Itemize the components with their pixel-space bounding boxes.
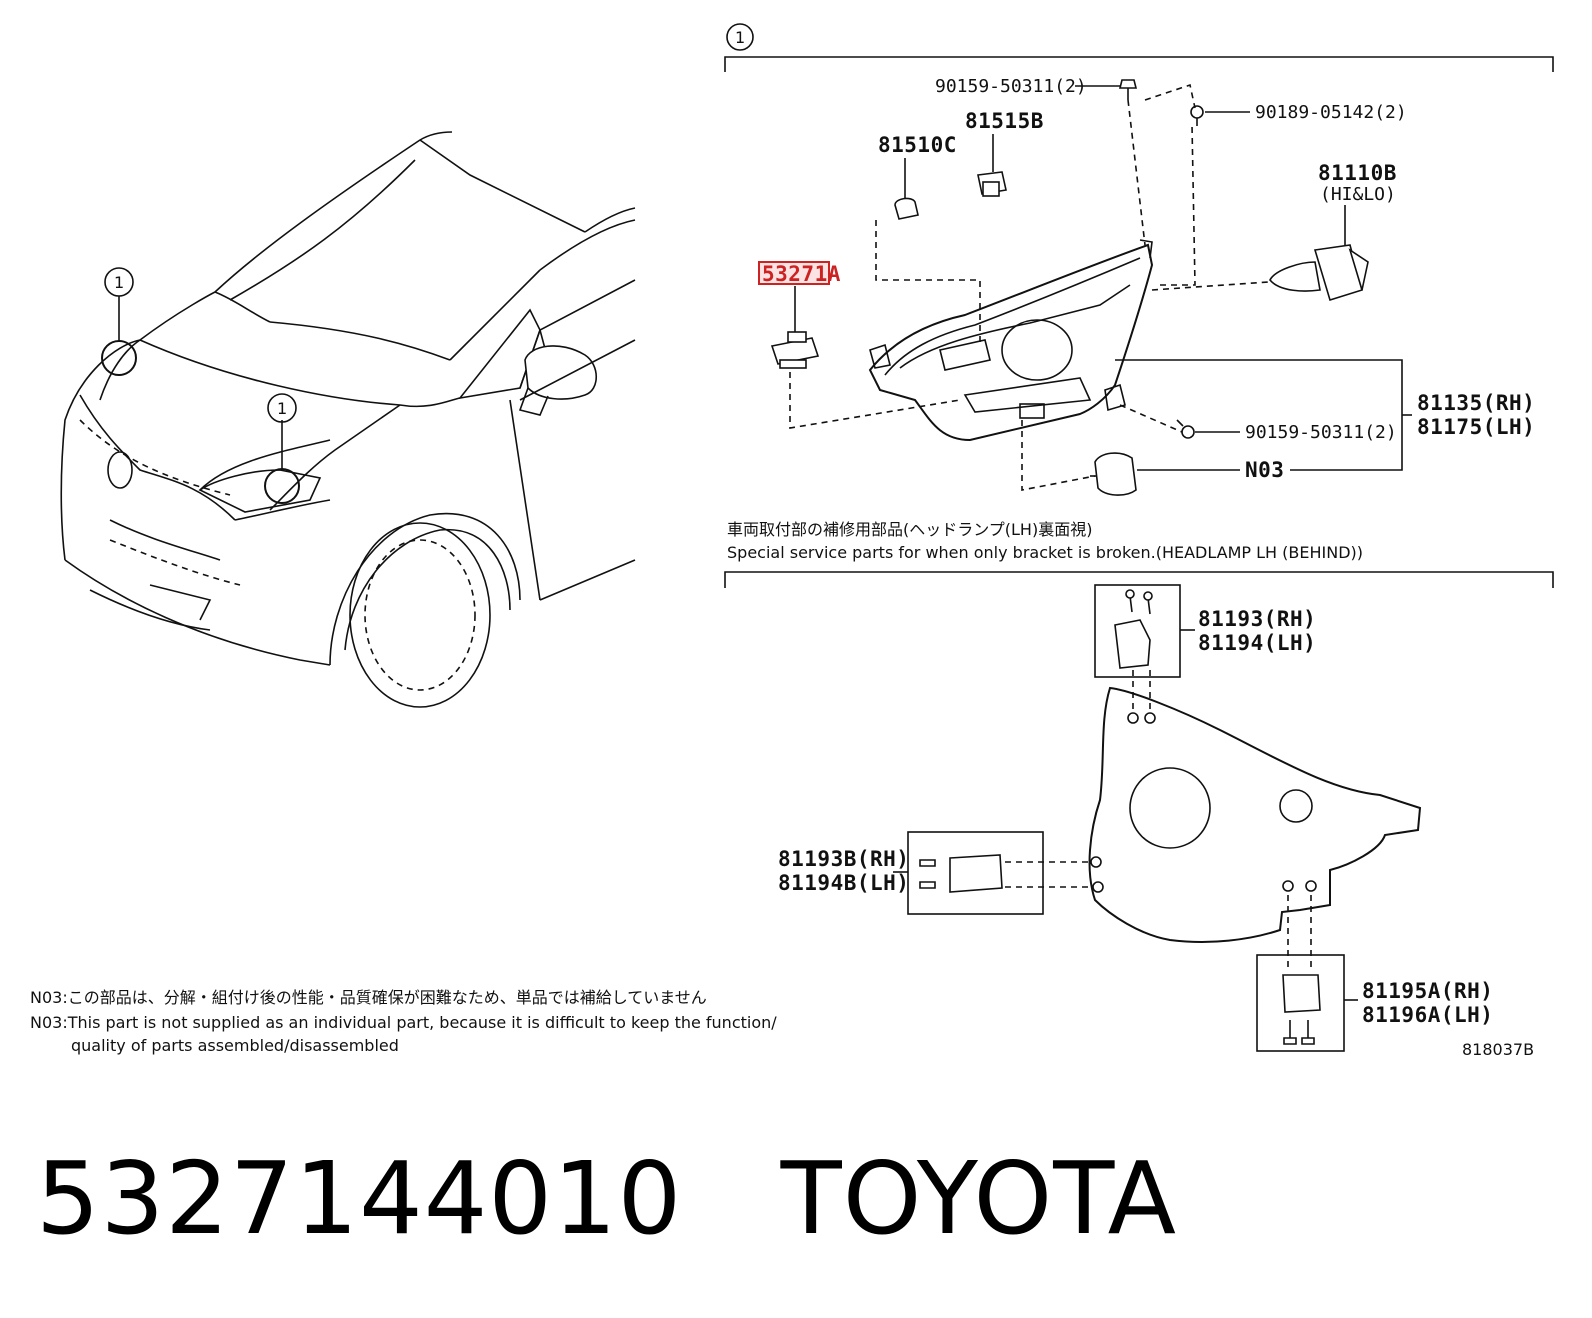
label-bracket-bottom-lh: 81196A(LH) — [1362, 1003, 1493, 1027]
diagram-code: 818037B — [1462, 1040, 1534, 1059]
service-parts-note: 車両取付部の補修用部品(ヘッドランプ(LH)裏面視) Special servi… — [724, 520, 1554, 588]
label-bulb-main: 81110B — [1318, 161, 1397, 185]
label-highlighted-part[interactable]: 53271A — [762, 262, 841, 286]
bracket-repair-section: 81193(RH) 81194(LH) 81193B(RH) 81194B(LH… — [778, 584, 1493, 1052]
bracket-bottom-icon — [1282, 974, 1321, 1045]
footnote-line-2: N03:This part is not supplied as an indi… — [30, 1013, 777, 1032]
highlighted-part-box — [758, 261, 830, 285]
section-note-jp: 車両取付部の補修用部品(ヘッドランプ(LH)裏面視) — [727, 520, 1092, 539]
section-callout-circle — [726, 23, 754, 51]
headlamp-assembly-section: 1 90159-50311(2) 90189-05142(2) 81515B 8… — [724, 23, 1554, 496]
wedge-bulb-icon — [894, 197, 919, 220]
label-bracket-top-lh: 81194(LH) — [1198, 631, 1316, 655]
bracket-bottom-box — [1256, 954, 1345, 1052]
label-bolt-right: 90189-05142(2) — [1255, 102, 1407, 123]
label-bulb-main-note: (HI&LO) — [1320, 184, 1396, 205]
headlamp-housing — [868, 239, 1154, 442]
footnote-line-1: N03:この部品は、分解・組付け後の性能・品質確保が困難なため、単品では補給して… — [30, 988, 707, 1007]
section-bracket-top — [724, 56, 1554, 72]
h11-bulb-icon — [1269, 244, 1369, 302]
label-bolt-top: 90159-50311(2) — [935, 76, 1087, 97]
section-note-en: Special service parts for when only brac… — [727, 543, 1363, 562]
bracket-left-box — [907, 831, 1044, 915]
footer-part-number: 5327144010 — [36, 1140, 683, 1257]
label-bolt-mid: 90159-50311(2) — [1245, 422, 1397, 443]
label-socket: 81515B — [965, 109, 1044, 133]
retainer-clip-icon — [770, 331, 820, 369]
label-bracket-left-rh: 81193B(RH) — [778, 847, 909, 871]
footer-title: 5327144010 TOYOTA — [36, 1140, 1177, 1257]
label-bracket-left-lh: 81194B(LH) — [778, 871, 909, 895]
section-callout-number: 1 — [735, 28, 745, 47]
bracket-top-icon — [1114, 589, 1153, 669]
car-illustration: 1 1 — [60, 131, 636, 708]
bulb-socket-icon — [977, 171, 1007, 197]
bolt-icon — [1118, 79, 1138, 100]
footnote-line-3: quality of parts assembled/disassembled — [71, 1036, 399, 1055]
footer-brand: TOYOTA — [780, 1140, 1177, 1257]
footnotes: N03:この部品は、分解・組付け後の性能・品質確保が困難なため、単品では補給して… — [30, 988, 777, 1055]
label-bracket-top-rh: 81193(RH) — [1198, 607, 1316, 631]
label-lamp-rh: 81135(RH) — [1417, 391, 1535, 415]
bracket-top-box — [1094, 584, 1181, 678]
callout-number: 1 — [114, 273, 124, 292]
label-bracket-bottom-rh: 81195A(RH) — [1362, 979, 1493, 1003]
label-n03-part: N03 — [1245, 458, 1284, 482]
label-bulb-small: 81510C — [878, 133, 957, 157]
bracket-left-icon — [919, 854, 1003, 893]
callout-number: 1 — [277, 399, 287, 418]
leveling-motor-icon — [1090, 452, 1137, 496]
bolt-icon — [1190, 105, 1204, 126]
bolt-icon — [1176, 419, 1195, 439]
label-lamp-lh: 81175(LH) — [1417, 415, 1535, 439]
